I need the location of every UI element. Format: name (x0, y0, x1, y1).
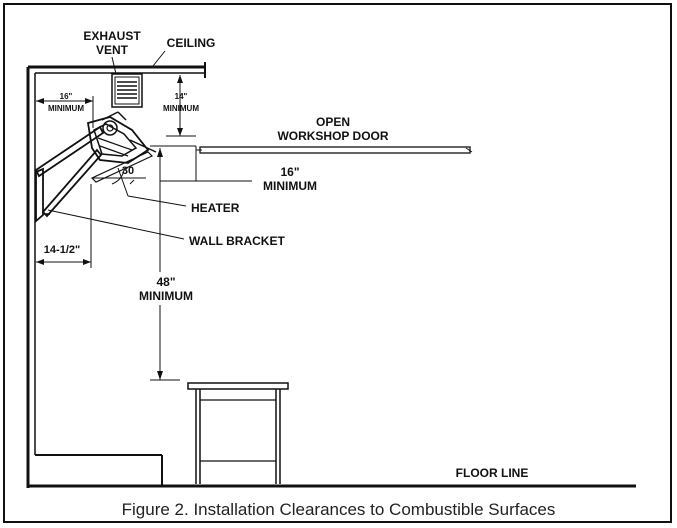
angle-label: 30 (122, 165, 134, 177)
side-clearance-dimension (36, 96, 94, 128)
wall-offset-label: 14-1/2" (44, 244, 80, 256)
door-label-2: WORKSHOP DOOR (277, 129, 388, 143)
heater (86, 111, 157, 183)
top-clearance-label-2: MINIMUM (163, 104, 199, 113)
wall-bracket (34, 125, 105, 223)
angle-marking (92, 169, 146, 185)
workshop-door (196, 146, 473, 154)
side-clearance-label-2: MINIMUM (48, 104, 84, 113)
door-label-1: OPEN (316, 115, 350, 129)
labels: EXHAUST VENT CEILING 16" MINIMUM 14" MIN… (44, 29, 529, 480)
ceiling-label: CEILING (167, 36, 216, 50)
floor-clearance-label-2: MINIMUM (139, 289, 193, 303)
floor (28, 454, 636, 488)
top-clearance-label-1: 14" (175, 92, 188, 101)
front-clearance-label-1: 16" (280, 165, 299, 179)
exhaust-vent-label-2: VENT (96, 43, 129, 57)
floor-clearance-label-1: 48" (156, 275, 175, 289)
exhaust-vent (111, 73, 143, 108)
top-clearance-dimension (166, 75, 196, 137)
front-clearance-label-2: MINIMUM (263, 179, 317, 193)
workbench (187, 382, 289, 484)
exhaust-vent-label-1: EXHAUST (83, 29, 141, 43)
wall-bracket-label: WALL BRACKET (189, 234, 285, 248)
ceiling-line (28, 62, 206, 78)
side-clearance-label-1: 16" (60, 92, 73, 101)
front-clearance-dimension (150, 145, 252, 182)
wall (26, 67, 36, 488)
floor-clearance-dimension (150, 148, 180, 381)
floor-line-label: FLOOR LINE (456, 466, 529, 480)
figure-caption: Figure 2. Installation Clearances to Com… (121, 500, 556, 519)
heater-label: HEATER (191, 201, 240, 215)
wall-offset-dimension (36, 184, 92, 268)
